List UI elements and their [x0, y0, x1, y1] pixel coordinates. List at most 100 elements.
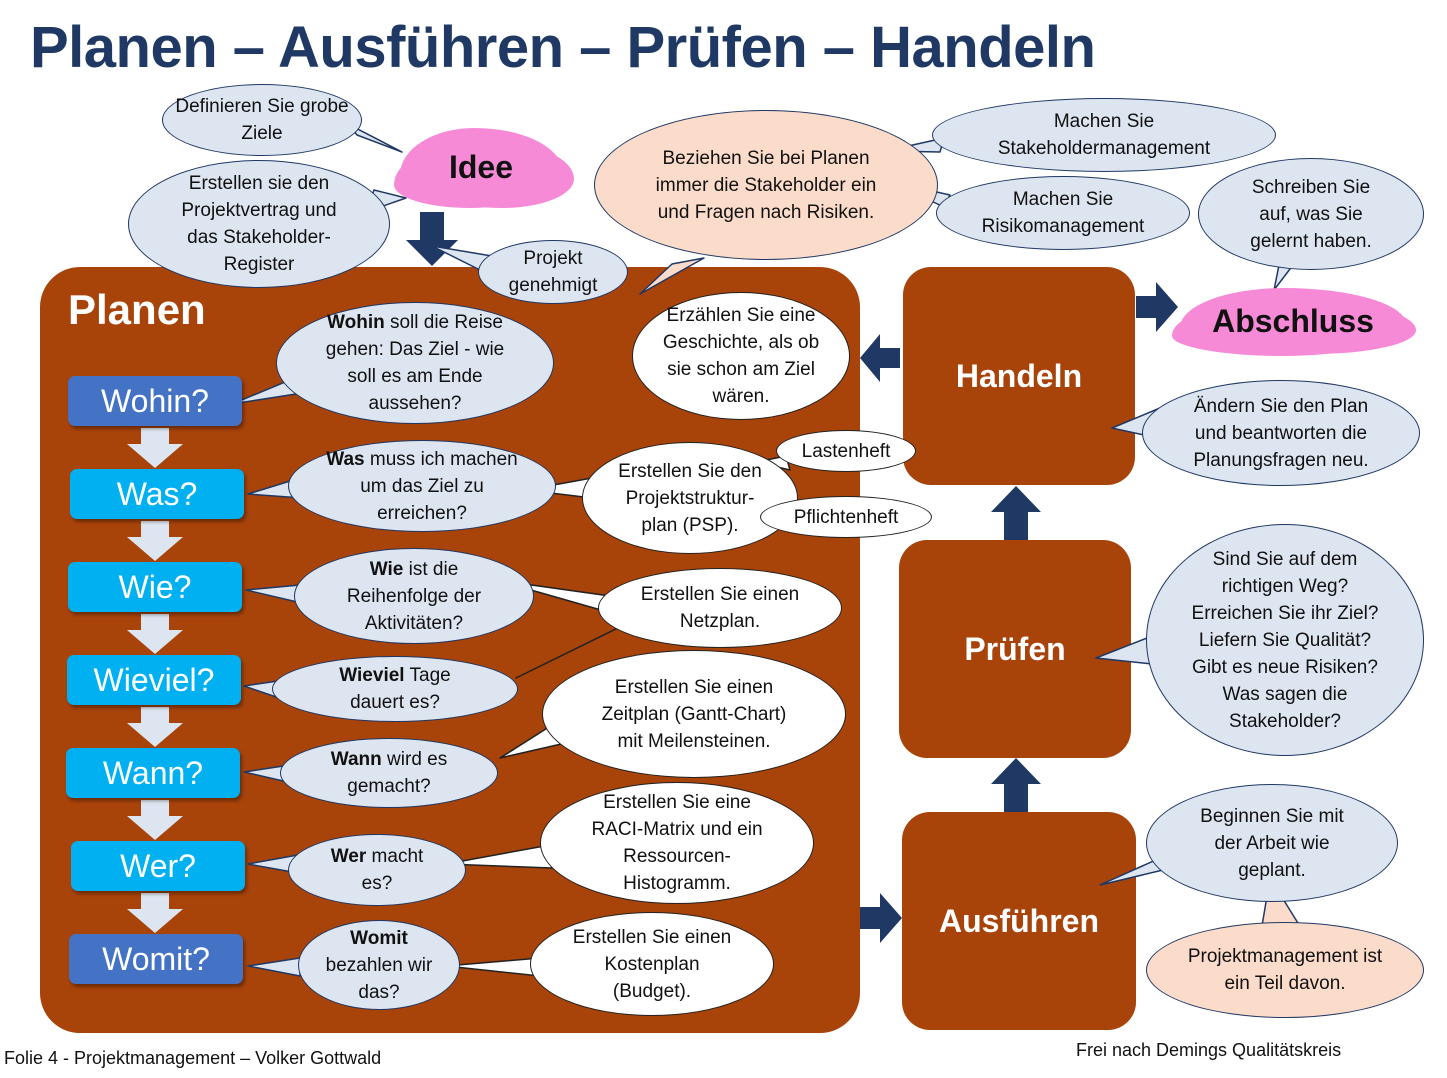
bubble-gelernt-text: Schreiben Sie auf, was Sie gelernt haben… — [1250, 176, 1372, 252]
arrow-to-abschluss — [1136, 282, 1178, 332]
tail-pruefen — [1095, 635, 1153, 665]
flow-arrow-1 — [127, 428, 183, 468]
question-bubble-womit-rest: bezahlen wir das? — [325, 954, 433, 1003]
flow-arrow-6 — [127, 893, 183, 933]
answer-bubble-geschichte-text: Erzählen Sie eine Geschichte, als ob sie… — [662, 305, 820, 407]
question-bubble-womit: Womit bezahlen wir das? — [298, 920, 460, 1010]
question-bubble-wer-rest: macht es? — [361, 846, 424, 894]
answer-bubble-kostenplan: Erstellen Sie einen Kostenplan (Budget). — [530, 912, 774, 1016]
bubble-stakeholder-risiken-text: Beziehen Sie bei Planen immer die Stakeh… — [655, 147, 877, 223]
question-label-was: Was? — [116, 475, 198, 512]
answer-bubble-raci: Erstellen Sie eine RACI-Matrix und ein R… — [540, 782, 814, 904]
question-bubble-wie: Wie ist die Reihenfolge der Aktivitäten? — [294, 548, 534, 644]
question-bubble-was: Was muss ich machen um das Ziel zu errei… — [288, 440, 556, 532]
question-bubble-wer-bold: Wer — [330, 846, 367, 867]
flow-arrow-2 — [127, 521, 183, 561]
question-bubble-wieviel: Wieviel Tage dauert es? — [272, 656, 518, 722]
bubble-stakeholder-risiken: Beziehen Sie bei Planen immer die Stakeh… — [594, 110, 938, 260]
question-bubble-wann-bold: Wann — [330, 749, 382, 770]
answer-bubble-psp: Erstellen Sie den Projektstruktur-plan (… — [582, 442, 798, 554]
question-bubble-wer: Wer macht es? — [288, 834, 466, 906]
bubble-plan-aendern: Ändern Sie den Plan und beantworten die … — [1142, 380, 1420, 486]
bubble-projektvertrag: Erstellen sie den Projektvertrag und das… — [128, 160, 390, 288]
bubble-projekt-genehmigt: Projekt genehmigt — [478, 240, 628, 304]
label-lastenheft-text: Lastenheft — [801, 440, 891, 462]
question-label-wie: Wie? — [118, 568, 192, 605]
idee-label: Idee — [448, 148, 514, 185]
bubble-pruefen-fragen: Sind Sie auf dem richtigen Weg? Erreiche… — [1146, 524, 1424, 756]
question-bubble-was-rest: muss ich machen um das Ziel zu erreichen… — [360, 448, 518, 524]
bubble-projektmanagement-text: Projektmanagement ist ein Teil davon. — [1187, 946, 1383, 994]
bubble-risikomanagement-text: Machen Sie Risikomanagement — [981, 189, 1145, 237]
question-bubble-wie-rest: ist die Reihenfolge der Aktivitäten? — [346, 558, 482, 634]
flow-arrow-3 — [127, 614, 183, 654]
bubble-arbeit-beginnen-text: Beginnen Sie mit der Arbeit wie geplant. — [1200, 805, 1344, 881]
question-bubble-was-bold: Was — [326, 448, 365, 470]
question-bubble-wohin-rest: soll die Reise gehen: Das Ziel - wie sol… — [325, 312, 505, 414]
tail-q-womit — [247, 957, 301, 977]
answer-bubble-gantt-text: Erstellen Sie einen Zeitplan (Gantt-Char… — [601, 676, 787, 752]
handeln-box[interactable]: Handeln — [903, 267, 1135, 485]
question-bubble-wohin: Wohin soll die Reise gehen: Das Ziel - w… — [276, 302, 554, 424]
question-bubble-wieviel-rest: Tage dauert es? — [350, 665, 451, 713]
label-pflichtenheft: Pflichtenheft — [760, 496, 932, 538]
question-bubble-womit-bold: Womit — [350, 927, 408, 949]
label-lastenheft: Lastenheft — [776, 430, 916, 472]
bubble-grobe-ziele-text: Definieren Sie grobe Ziele — [175, 96, 349, 144]
pruefen-box[interactable]: Prüfen — [899, 540, 1131, 758]
bubble-stakeholdermanagement-text: Machen Sie Stakeholdermanagement — [997, 111, 1211, 159]
bubble-stakeholdermanagement: Machen Sie Stakeholdermanagement — [932, 98, 1276, 172]
bubble-pruefen-fragen-text: Sind Sie auf dem richtigen Weg? Erreiche… — [1191, 548, 1379, 732]
bubble-projektvertrag-text: Erstellen sie den Projektvertrag und das… — [181, 173, 337, 275]
bubble-arbeit-beginnen: Beginnen Sie mit der Arbeit wie geplant. — [1146, 784, 1398, 902]
question-flow-arrows — [127, 428, 183, 933]
question-bubble-wie-bold: Wie — [369, 558, 404, 580]
answer-bubble-kostenplan-text: Erstellen Sie einen Kostenplan (Budget). — [572, 926, 732, 1002]
question-button-womit[interactable]: Womit? — [69, 934, 243, 984]
ausfuehren-label: Ausführen — [939, 902, 1099, 939]
bubble-gelernt: Schreiben Sie auf, was Sie gelernt haben… — [1198, 158, 1424, 270]
planen-label: Planen — [68, 286, 206, 333]
question-bubble-wer-text: Wer macht es? — [315, 843, 439, 897]
question-bubble-wieviel-text: Wieviel Tage dauert es? — [315, 662, 475, 716]
arrow-handeln-to-planen — [860, 334, 900, 382]
question-button-was[interactable]: Was? — [70, 469, 244, 519]
ausfuehren-box[interactable]: Ausführen — [902, 812, 1136, 1030]
page-title: Planen – Ausführen – Prüfen – Handeln — [30, 15, 1096, 80]
bubble-risikomanagement: Machen Sie Risikomanagement — [936, 176, 1190, 250]
question-label-wer: Wer? — [120, 847, 196, 884]
answer-bubble-gantt: Erstellen Sie einen Zeitplan (Gantt-Char… — [542, 650, 846, 778]
abschluss-cloud: Abschluss — [1180, 288, 1406, 354]
question-bubble-wohin-bold: Wohin — [327, 312, 385, 333]
footer-right: Frei nach Demings Qualitätskreis — [1076, 1040, 1342, 1060]
answer-bubble-geschichte: Erzählen Sie eine Geschichte, als ob sie… — [632, 292, 850, 420]
question-button-wann[interactable]: Wann? — [66, 748, 240, 798]
question-button-wohin[interactable]: Wohin? — [68, 376, 242, 426]
question-button-wer[interactable]: Wer? — [71, 841, 245, 891]
arrow-planen-to-ausfuehren — [860, 893, 902, 943]
tail-a-kosten — [445, 957, 541, 977]
bubble-projekt-genehmigt-text: Projekt genehmigt — [508, 248, 598, 296]
question-label-wohin: Wohin? — [101, 382, 209, 419]
idee-cloud: Idee — [400, 128, 562, 206]
abschluss-label: Abschluss — [1212, 302, 1374, 339]
answer-bubble-netzplan: Erstellen Sie einen Netzplan. — [598, 568, 842, 648]
question-bubble-wann: Wann wird es gemacht? — [280, 738, 498, 808]
question-label-wann: Wann? — [102, 754, 204, 791]
arrow-pruefen-up — [991, 486, 1041, 540]
question-button-wie[interactable]: Wie? — [68, 562, 242, 612]
question-bubble-was-text: Was muss ich machen um das Ziel zu errei… — [323, 446, 521, 527]
label-pflichtenheft-text: Pflichtenheft — [793, 506, 899, 528]
question-bubble-wohin-text: Wohin soll die Reise gehen: Das Ziel - w… — [315, 309, 515, 417]
bubble-grobe-ziele: Definieren Sie grobe Ziele — [162, 84, 362, 156]
question-button-wieviel[interactable]: Wieviel? — [67, 655, 241, 705]
footer-left: Folie 4 - Projektmanagement – Volker Got… — [4, 1048, 382, 1068]
question-label-wieviel: Wieviel? — [93, 661, 215, 698]
question-label-womit: Womit? — [102, 940, 210, 977]
handeln-label: Handeln — [955, 357, 1083, 394]
question-bubble-wie-text: Wie ist die Reihenfolge der Aktivitäten? — [333, 556, 495, 637]
arrow-idee-down — [406, 212, 458, 266]
answer-bubble-raci-text: Erstellen Sie eine RACI-Matrix und ein R… — [591, 792, 763, 894]
flow-arrow-5 — [127, 800, 183, 840]
answer-bubble-psp-text: Erstellen Sie den Projektstruktur-plan (… — [618, 460, 762, 536]
